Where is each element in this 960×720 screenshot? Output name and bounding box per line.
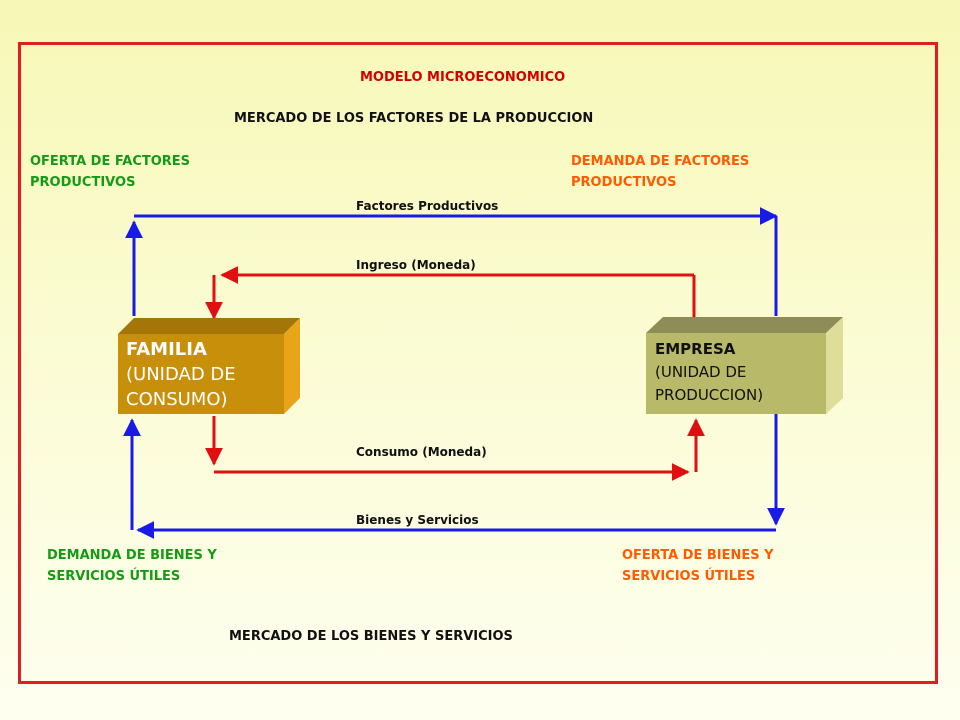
- familia-box-front: [118, 334, 284, 414]
- factor-supply-line-1: OFERTA DE FACTORES: [30, 154, 191, 169]
- familia-box-top: [118, 318, 300, 334]
- familia-subtitle-2: CONSUMO): [126, 389, 228, 410]
- goods-supply-line-2: SERVICIOS ÚTILES: [622, 569, 756, 584]
- empresa-subtitle-2: PRODUCCION): [655, 386, 764, 404]
- factor-supply-line-2: PRODUCTIVOS: [30, 175, 136, 190]
- goods-demand-label: DEMANDA DE BIENES Y SERVICIOS ÚTILES: [47, 545, 217, 587]
- empresa-box-side: [826, 317, 843, 414]
- goods-demand-line-2: SERVICIOS ÚTILES: [47, 569, 181, 584]
- empresa-subtitle-1: (UNIDAD DE: [655, 363, 747, 381]
- goods-supply-label: OFERTA DE BIENES Y SERVICIOS ÚTILES: [622, 545, 774, 587]
- goods-flow-arrow: [123, 414, 785, 539]
- goods-market-label: MERCADO DE LOS BIENES Y SERVICIOS: [229, 629, 513, 644]
- empresa-box: [646, 317, 843, 414]
- familia-title: FAMILIA: [126, 339, 207, 360]
- familia-box: [118, 318, 300, 414]
- familia-subtitle-1: (UNIDAD DE: [126, 364, 236, 385]
- diagram-frame: [18, 42, 938, 684]
- factor-demand-label: DEMANDA DE FACTORES PRODUCTIVOS: [571, 151, 749, 193]
- factors-flow-label: Factores Productivos: [356, 199, 499, 213]
- diagram-title: MODELO MICROECONOMICO: [360, 70, 566, 85]
- factor-demand-line-1: DEMANDA DE FACTORES: [571, 154, 750, 169]
- goods-flow-label: Bienes y Servicios: [356, 513, 479, 527]
- empresa-box-top: [646, 317, 843, 333]
- factor-supply-label: OFERTA DE FACTORES PRODUCTIVOS: [30, 151, 190, 193]
- income-flow-arrow: [205, 266, 696, 320]
- consumption-flow-arrow: [205, 416, 705, 481]
- empresa-box-front: [646, 333, 826, 414]
- income-flow-label: Ingreso (Moneda): [356, 258, 476, 272]
- consumption-flow-label: Consumo (Moneda): [356, 445, 487, 459]
- familia-label: FAMILIA (UNIDAD DE CONSUMO): [126, 337, 236, 412]
- factors-market-label: MERCADO DE LOS FACTORES DE LA PRODUCCION: [234, 111, 594, 126]
- goods-demand-line-1: DEMANDA DE BIENES Y: [47, 548, 217, 563]
- goods-supply-line-1: OFERTA DE BIENES Y: [622, 548, 774, 563]
- factor-demand-line-2: PRODUCTIVOS: [571, 175, 677, 190]
- familia-box-side: [284, 318, 300, 414]
- empresa-label: EMPRESA (UNIDAD DE PRODUCCION): [655, 338, 763, 407]
- factors-flow-arrow: [125, 207, 778, 316]
- empresa-title: EMPRESA: [655, 340, 736, 358]
